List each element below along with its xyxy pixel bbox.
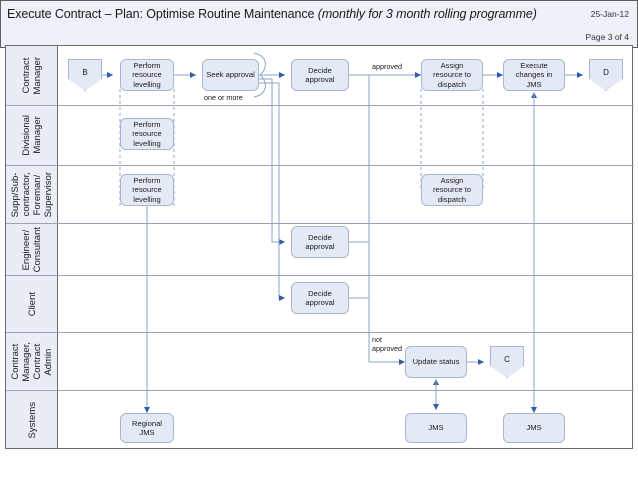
node-decide-approval-engineer[interactable]: Decide approval — [291, 226, 349, 258]
page-title: Execute Contract – Plan: Optimise Routin… — [1, 7, 537, 21]
node-end-c-label: C — [504, 355, 510, 364]
node-execute-changes-jms[interactable]: Execute changes in JMS — [503, 59, 565, 91]
edge-label-one-or-more: one or more — [204, 93, 243, 102]
node-update-status[interactable]: Update status — [405, 346, 467, 378]
page-title-subtitle: (monthly for 3 month rolling programme) — [317, 6, 537, 21]
node-seek-approval-label: Seek approval — [206, 70, 255, 80]
node-assign-resource-cm-label: Assign resource to dispatch — [433, 60, 471, 89]
page-title-main: Execute Contract – Plan: Optimise Routin… — [7, 6, 318, 21]
swimlane-diagram: Contract Manager Divisional Manager Supp… — [5, 45, 634, 449]
node-decide-approval-cm-label: Decide approval — [305, 65, 335, 85]
lane-contract-manager: Contract Manager — [6, 46, 634, 106]
lane-client: Client — [6, 276, 634, 333]
node-jms-mid-label: JMS — [428, 423, 444, 433]
node-assign-resource-cm[interactable]: Assign resource to dispatch — [421, 59, 483, 91]
node-seek-approval[interactable]: Seek approval — [202, 59, 259, 91]
lane-label-column — [6, 46, 58, 448]
node-regional-jms-label: Regional JMS — [132, 418, 162, 438]
node-decide-approval-engineer-label: Decide approval — [305, 232, 335, 252]
node-perform-levelling-3[interactable]: Perform resource levelling — [120, 174, 174, 206]
lane-supp-subcontractor: Supp/Sub- contractor, Foreman/ Superviso… — [6, 166, 634, 224]
edge-label-approved: approved — [372, 62, 402, 71]
edge-label-not-approved: not approved — [372, 335, 402, 353]
node-perform-levelling-1-label: Perform resource levelling — [132, 60, 162, 89]
title-bar: Execute Contract – Plan: Optimise Routin… — [0, 0, 638, 27]
node-jms-right-label: JMS — [526, 423, 542, 433]
node-decide-approval-cm[interactable]: Decide approval — [291, 59, 349, 91]
node-assign-resource-sub-label: Assign resource to dispatch — [433, 175, 471, 204]
node-perform-levelling-3-label: Perform resource levelling — [132, 175, 162, 204]
node-execute-changes-jms-label: Execute changes in JMS — [515, 60, 553, 89]
node-start-b-label: B — [82, 68, 88, 77]
multi-instance-brace — [253, 52, 266, 98]
document-date: 25-Jan-12 — [590, 8, 629, 19]
node-perform-levelling-1[interactable]: Perform resource levelling — [120, 59, 174, 91]
connector-layer — [102, 52, 583, 413]
edge-seek-to-decide-cli — [259, 82, 285, 301]
node-end-d-label: D — [603, 68, 609, 77]
lane-contract-manager-admin: Contract Manager, Contract Admin — [6, 333, 634, 391]
lane-divisional-manager: Divisional Manager — [6, 106, 634, 166]
node-perform-levelling-2[interactable]: Perform resource levelling — [120, 118, 174, 150]
edge-seek-to-decide-eng — [259, 78, 285, 245]
node-decide-approval-client-label: Decide approval — [305, 288, 335, 308]
node-update-status-label: Update status — [412, 357, 460, 367]
lane-engineer-consultant: Engineer/ Consultant — [6, 224, 634, 276]
node-perform-levelling-2-label: Perform resource levelling — [132, 119, 162, 148]
node-assign-resource-sub[interactable]: Assign resource to dispatch — [421, 174, 483, 206]
node-jms-mid[interactable]: JMS — [405, 413, 467, 443]
node-jms-right[interactable]: JMS — [503, 413, 565, 443]
node-decide-approval-client[interactable]: Decide approval — [291, 282, 349, 314]
node-regional-jms[interactable]: Regional JMS — [120, 413, 174, 443]
page-number: Page 3 of 4 — [585, 31, 629, 42]
